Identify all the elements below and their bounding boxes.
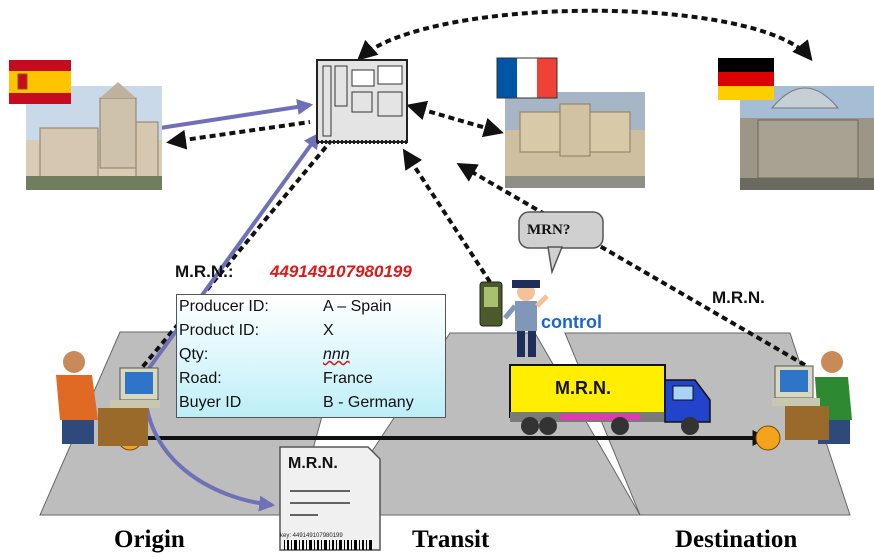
info-value: A – Spain: [323, 298, 392, 315]
pda-icon: [479, 281, 503, 327]
region-origin-label: Origin: [114, 526, 185, 553]
server-icon: [316, 59, 408, 144]
document-title: M.R.N.: [288, 455, 338, 472]
france-building-image: [505, 92, 645, 188]
arrow-spain-to-server: [159, 99, 314, 130]
info-value: nnn: [323, 346, 350, 363]
speech-bubble: [518, 211, 604, 275]
region-destination-label: Destination: [675, 526, 798, 553]
info-value: X: [323, 322, 334, 339]
truck-mrn-label: M.R.N.: [555, 378, 611, 398]
mrn-destination-label: M.R.N.: [712, 288, 765, 307]
customs-officer-icon: [503, 280, 549, 357]
info-value: B - Germany: [323, 394, 414, 411]
arrow-workstation-to-document: [143, 391, 276, 512]
solid-arrows: [140, 99, 320, 512]
arrow-spain-server: [166, 120, 311, 150]
destination-user-workstation-icon: [772, 351, 852, 444]
shipment-info-box: Producer ID: A – Spain Product ID: X Qty…: [176, 294, 446, 418]
germany-building-image: [740, 86, 874, 190]
document-icon: [279, 446, 381, 551]
control-label: control: [541, 312, 602, 332]
truck-icon: [509, 364, 711, 435]
arrow-workstation-to-server: [140, 132, 320, 380]
arrow-control-server: [402, 148, 492, 284]
mrn-value: 449149107980199: [270, 262, 412, 281]
origin-user-workstation-icon: [56, 351, 160, 446]
timeline-end-dot: [755, 425, 781, 451]
barcode: [284, 540, 372, 550]
arrow-server-france: [406, 100, 504, 138]
info-value: France: [323, 370, 373, 387]
arrow-origin-server: [128, 140, 332, 384]
info-key: Producer ID:: [179, 298, 269, 315]
france-flag-icon: [496, 57, 558, 99]
info-key: Qty:: [179, 346, 209, 363]
germany-flag-icon: [718, 58, 774, 100]
dashed-arrows: [128, 8, 813, 384]
arrow-dest-server: [456, 162, 807, 367]
info-key: Road:: [179, 370, 222, 387]
spain-flag-icon: [9, 60, 71, 104]
arrow-server-germany: [357, 8, 813, 62]
speech-bubble-text: MRN?: [527, 222, 571, 238]
document-key: key: 449149107980199: [280, 533, 343, 539]
info-key: Buyer ID: [179, 394, 242, 411]
mrn-label: M.R.N.:: [175, 262, 234, 281]
region-transit-label: Transit: [412, 526, 490, 553]
info-key: Product ID:: [179, 322, 260, 339]
